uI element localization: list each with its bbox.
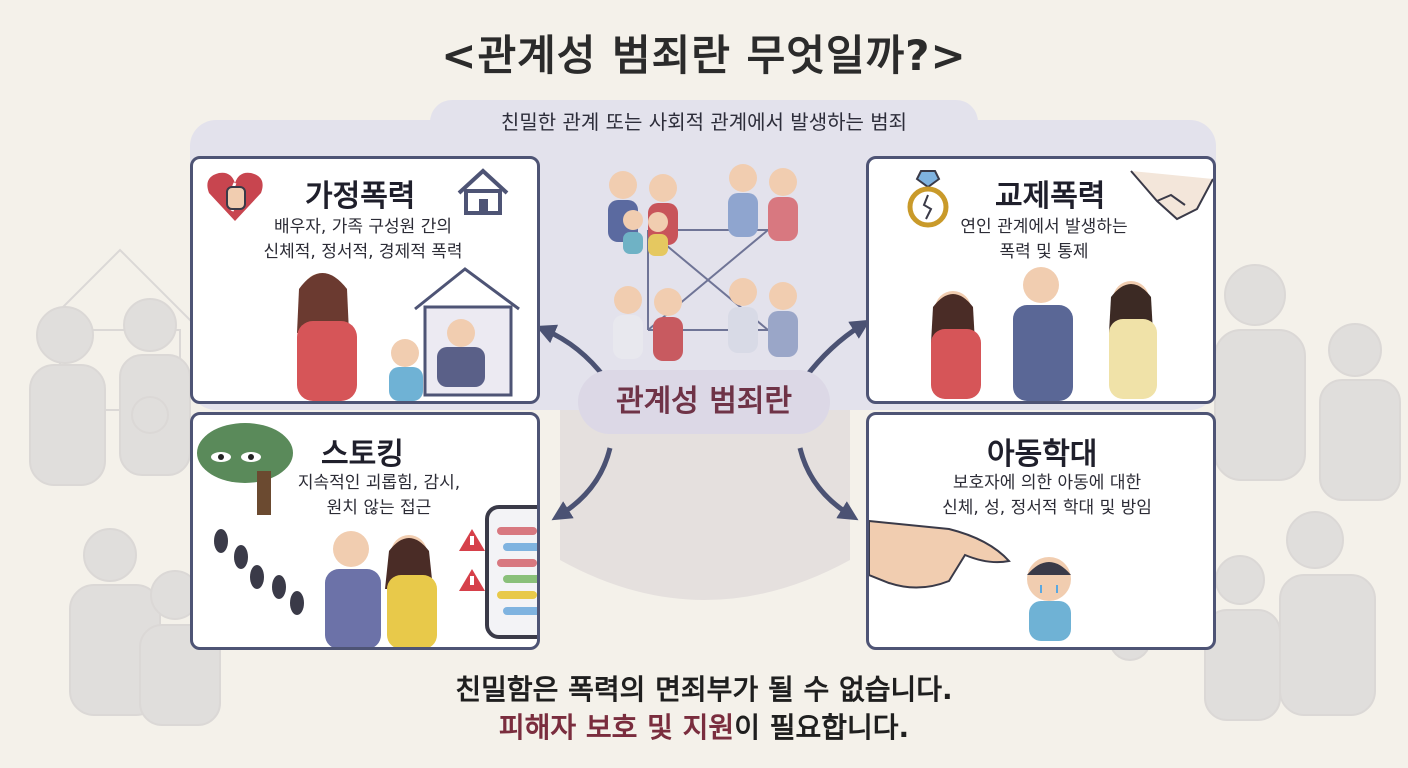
page-subtitle: 친밀한 관계 또는 사회적 관계에서 발생하는 범죄 (430, 100, 978, 144)
desc-line: 배우자, 가족 구성원 간의 (273, 217, 452, 237)
desc-line: 폭력 및 통제 (999, 242, 1089, 262)
domestic-violence-scene (297, 267, 520, 401)
card-child-abuse: 아동학대 보호자에 의한 아동에 대한 신체, 성, 정서적 학대 및 방임 (866, 412, 1216, 650)
arrow-to-dating (803, 319, 871, 380)
card-dating-violence: 교제폭력 연인 관계에서 발생하는 폭력 및 통제 (866, 156, 1216, 404)
arrow-to-child (797, 447, 859, 521)
card-title: 가정폭력 (305, 179, 416, 214)
phone-messages-icon (485, 505, 537, 639)
footer-message: 친밀함은 폭력의 면죄부가 될 수 없습니다. (455, 673, 953, 706)
card-domestic-violence: 가정폭력 배우자, 가족 구성원 간의 신체적, 정서적, 경제적 폭력 (190, 156, 540, 404)
stalking-victims-scene (325, 531, 437, 647)
desc-line: 지속적인 괴롭힘, 감시, (297, 473, 461, 493)
card-title: 아동학대 (987, 437, 1098, 472)
desc-line: 신체적, 정서적, 경제적 폭력 (263, 242, 463, 262)
pointing-finger-icon (869, 519, 1011, 589)
relationship-network-illustration (608, 164, 798, 361)
card-description: 배우자, 가족 구성원 간의 신체적, 정서적, 경제적 폭력 (233, 215, 493, 265)
desc-line: 연인 관계에서 발생하는 (960, 217, 1128, 237)
footer-rest: 이 필요합니다. (734, 711, 910, 744)
center-label: 관계성 범죄란 (578, 370, 830, 434)
desc-line: 원치 않는 접근 (326, 498, 432, 518)
house-icon (457, 168, 509, 215)
dating-violence-scene (931, 267, 1157, 401)
warning-icon (459, 529, 485, 591)
broken-ring-icon (907, 170, 949, 228)
page-title: <관계성 범죄란 무엇일까?> (441, 31, 967, 80)
card-stalking: 스토킹 지속적인 괴롭힘, 감시, 원치 않는 접근 (190, 412, 540, 650)
broken-heart-fist-icon (207, 172, 263, 221)
arrow-to-domestic (535, 324, 607, 380)
desc-line: 보호자에 의한 아동에 대한 (952, 473, 1142, 493)
arrow-to-stalking (551, 447, 613, 521)
card-title: 교제폭력 (995, 179, 1106, 214)
crying-child-icon (1027, 557, 1071, 641)
footprints-icon (214, 529, 304, 615)
footer-call-to-action: 피해자 보호 및 지원이 필요합니다. (0, 706, 1408, 746)
footer-emphasis: 피해자 보호 및 지원 (498, 711, 735, 744)
card-title: 스토킹 (321, 437, 404, 472)
desc-line: 신체, 성, 정서적 학대 및 방임 (942, 498, 1152, 518)
card-description: 지속적인 괴롭힘, 감시, 원치 않는 접근 (279, 471, 479, 521)
handshake-icon (1130, 170, 1213, 221)
card-description: 연인 관계에서 발생하는 폭력 및 통제 (919, 215, 1169, 265)
card-description: 보호자에 의한 아동에 대한 신체, 성, 정서적 학대 및 방임 (917, 471, 1177, 521)
watching-tree-icon (197, 423, 293, 515)
